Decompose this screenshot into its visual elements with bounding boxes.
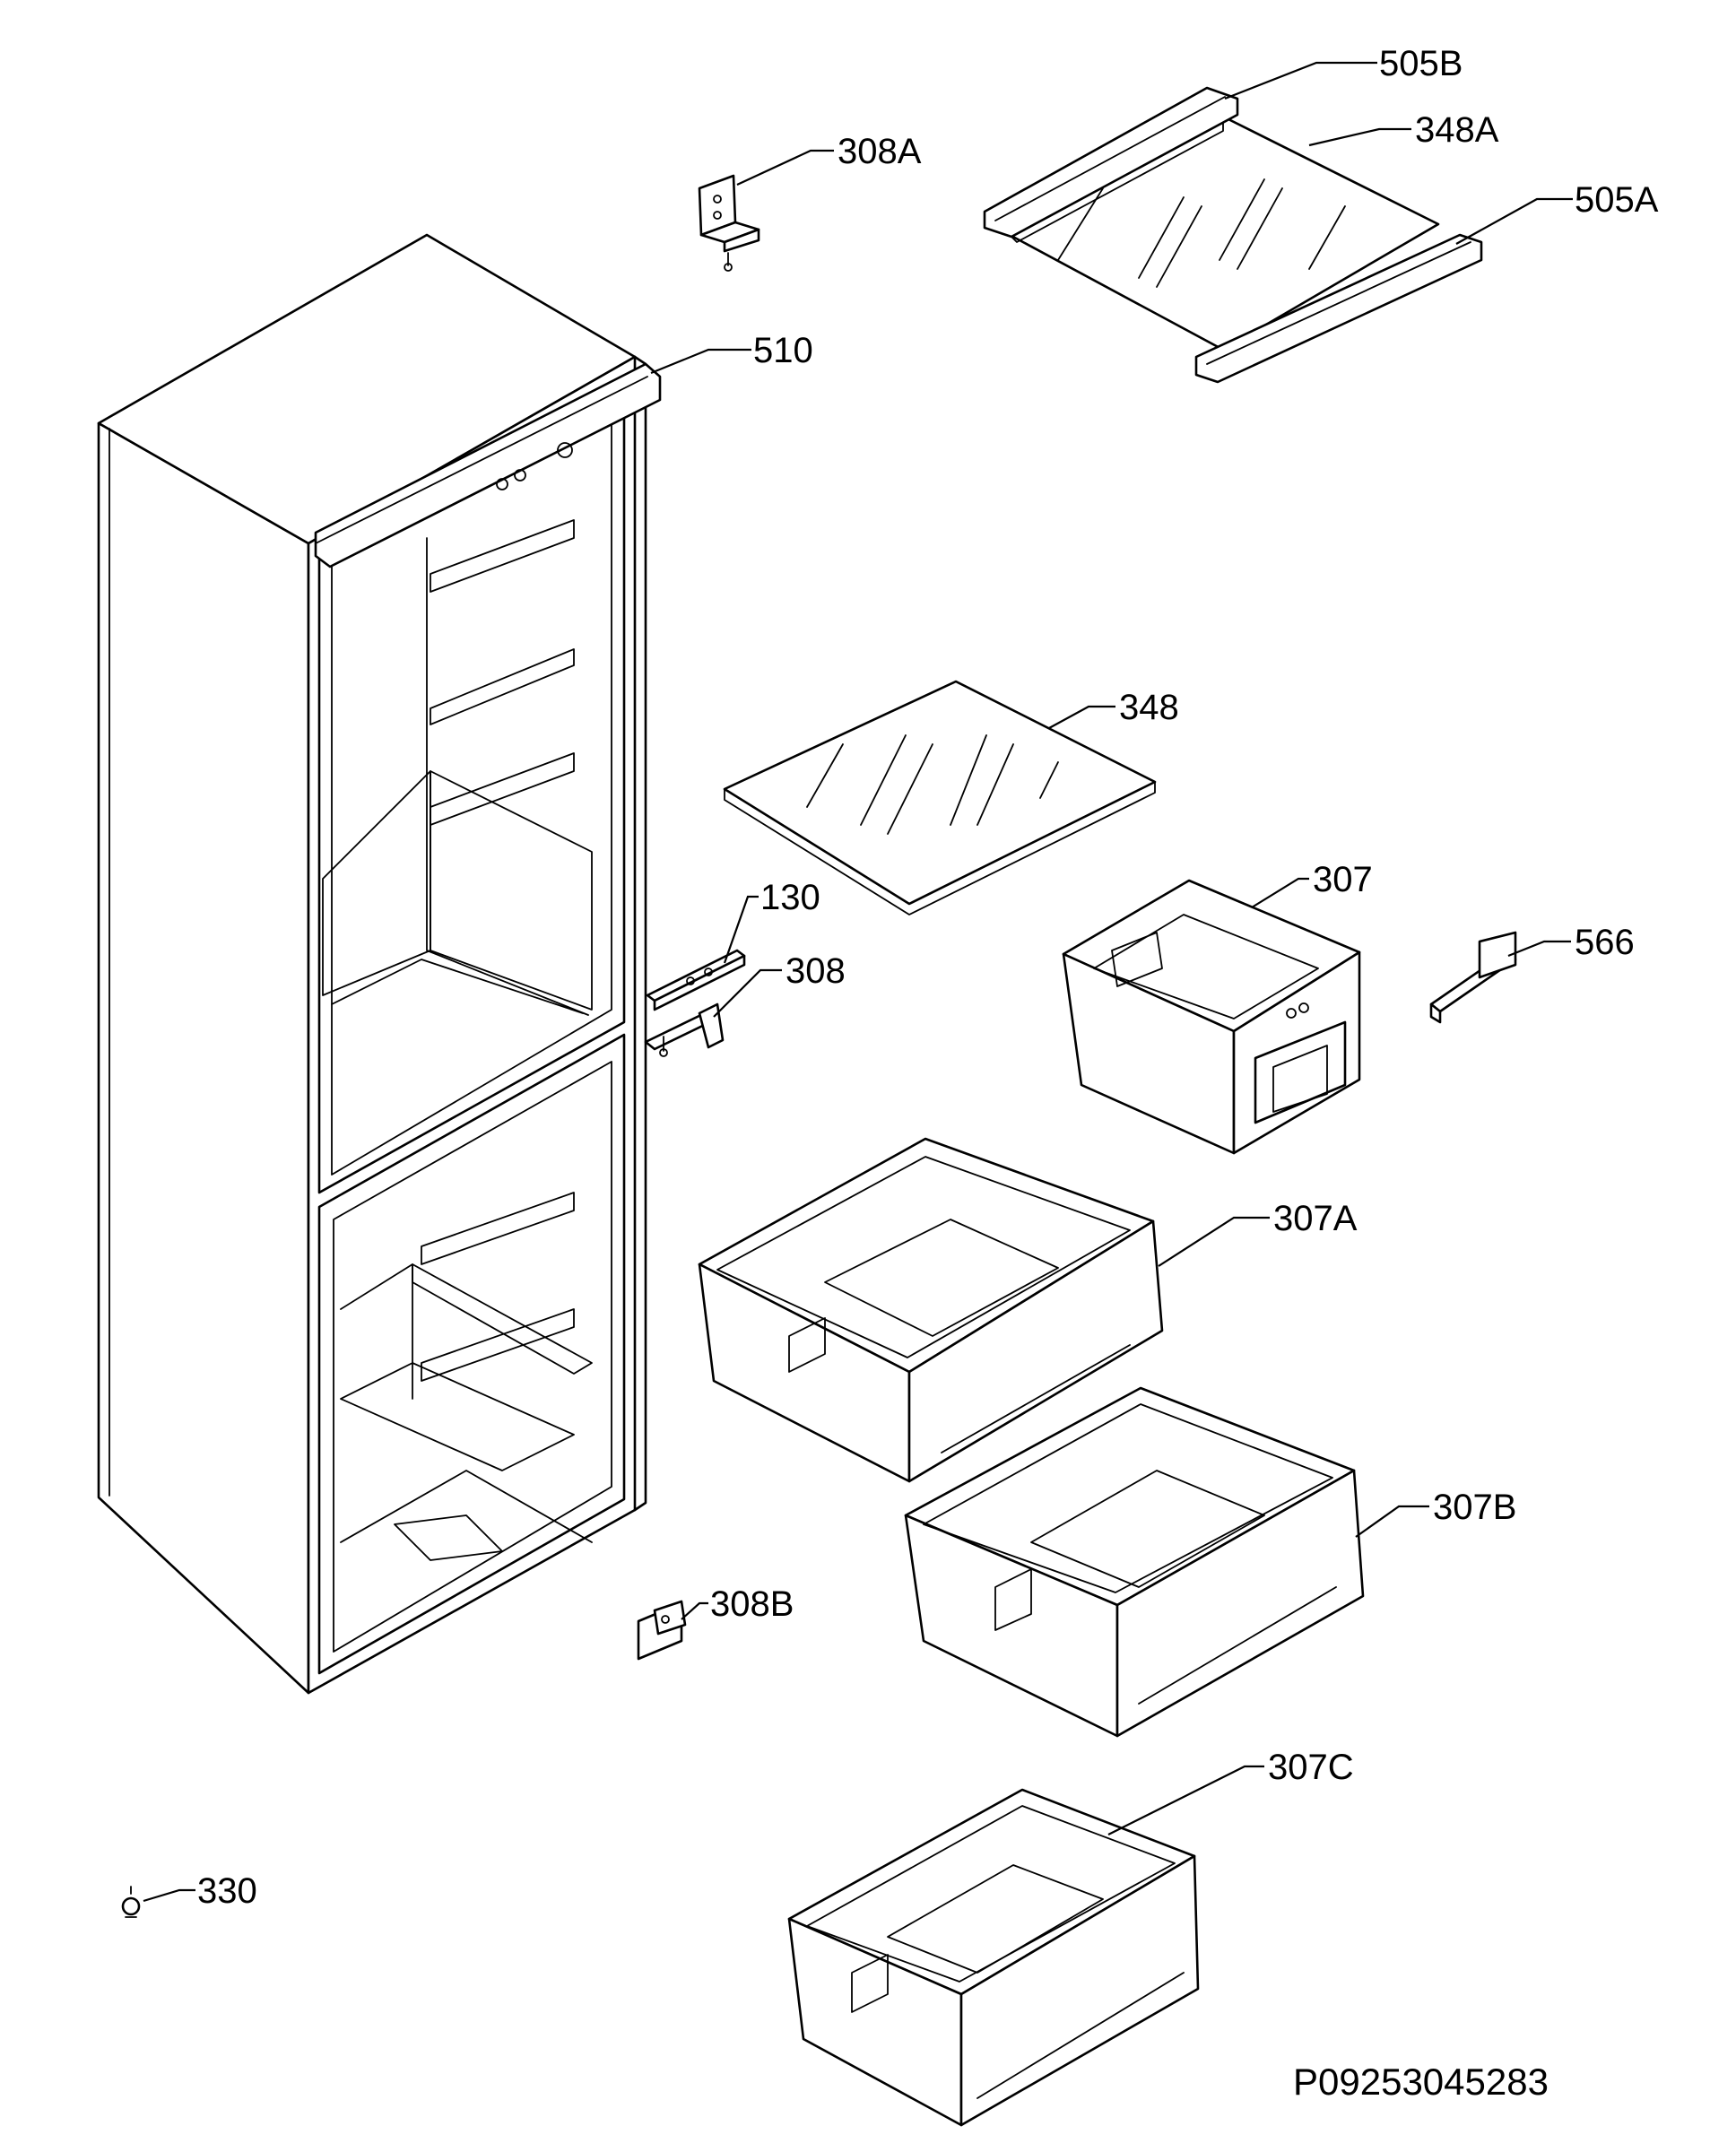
callout-307: 307 (1313, 860, 1373, 899)
callout-348: 348 (1119, 688, 1179, 727)
callout-348a: 348A (1415, 110, 1499, 150)
part-130 (646, 949, 746, 1011)
callout-308a: 308A (838, 132, 922, 171)
shelf-348 (723, 680, 1157, 915)
callout-330: 330 (197, 1871, 257, 1911)
callout-505b: 505B (1379, 44, 1463, 83)
hinge-308a (698, 174, 760, 272)
callout-505a: 505A (1575, 180, 1659, 220)
callout-130: 130 (760, 878, 820, 917)
drawer-307a (698, 1137, 1164, 1483)
drawer-307b (904, 1386, 1365, 1738)
hinge-308 (644, 1002, 725, 1057)
callout-307c: 307C (1268, 1748, 1354, 1787)
cabinet (97, 233, 662, 1695)
crisper-307 (1062, 879, 1361, 1155)
shelf-348a-assembly (983, 86, 1483, 384)
callout-labels: 505B 348A 505A 308A 510 348 130 308 307 … (197, 44, 1659, 1911)
drawer-307c (787, 1788, 1200, 2127)
foot-330 (121, 1886, 141, 1918)
callout-566: 566 (1575, 923, 1635, 962)
part-566 (1429, 931, 1517, 1024)
reference-code: P09253045283 (1293, 2061, 1549, 2103)
callout-307b: 307B (1433, 1488, 1516, 1527)
callout-307a: 307A (1273, 1199, 1358, 1238)
leader-lines (143, 61, 1573, 1903)
callout-308b: 308B (710, 1584, 794, 1624)
hinge-308b (637, 1600, 687, 1661)
callout-308: 308 (786, 951, 846, 991)
callout-510: 510 (753, 331, 813, 370)
